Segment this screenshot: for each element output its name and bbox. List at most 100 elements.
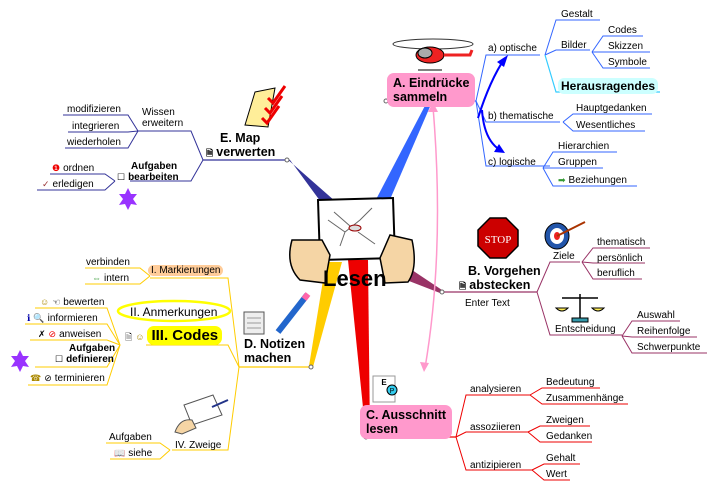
smiley-icon: ☺ (135, 332, 145, 342)
topic-beziehungen-label: Beziehungen (568, 175, 627, 186)
topic-persoenlich[interactable]: persönlich (597, 253, 643, 264)
link-arrows-icon: ⇔ (92, 273, 101, 283)
main-topic-a-line2: sammeln (393, 90, 448, 104)
main-topic-d[interactable]: D. Notizen machen (244, 337, 305, 365)
smiley-icon: ☺ (40, 297, 50, 307)
subtopic-ziele[interactable]: Ziele (553, 251, 575, 262)
topic-informieren[interactable]: ℹ🔍informieren (27, 313, 98, 324)
center-topic[interactable]: Lesen (323, 266, 387, 291)
topic-definieren-line2: definieren (66, 354, 114, 365)
topic-gestalt[interactable]: Gestalt (561, 9, 593, 20)
main-topic-b[interactable]: B. Vorgehen 🗎abstecken (459, 264, 541, 293)
subtopic-antizipieren[interactable]: antizipieren (470, 460, 522, 471)
main-topic-e[interactable]: E. Map 🗎verwerten (206, 131, 275, 160)
subtopic-codes-wrap[interactable]: 🗎☺III. Codes (125, 326, 223, 346)
topic-bedeutung[interactable]: Bedeutung (546, 377, 595, 388)
topic-schwerpunkte[interactable]: Schwerpunkte (637, 342, 701, 353)
target-icon (544, 221, 586, 250)
main-topic-c-line2: lesen (366, 422, 398, 436)
topic-aufgaben-definieren[interactable]: Aufgaben ☐definieren (55, 343, 115, 365)
topic-gruppen[interactable]: Gruppen (558, 157, 597, 168)
topic-modifizieren[interactable]: modifizieren (67, 104, 121, 115)
book-icon: 📖 (114, 448, 126, 458)
topic-verbinden[interactable]: verbinden (86, 257, 130, 268)
topic-zweigen[interactable]: Zweigen (546, 415, 584, 426)
subtopic-aufgaben-line2: bearbeiten (128, 172, 179, 183)
subtopic-anmerkungen[interactable]: II. Anmerkungen (130, 305, 218, 319)
subtopic-aufgaben-bearbeiten[interactable]: Aufgaben ☐bearbeiten (117, 161, 179, 183)
topic-enter-text[interactable]: Enter Text (465, 298, 510, 309)
topic-zweige-aufgaben[interactable]: Aufgaben (109, 432, 152, 443)
topic-erledigen[interactable]: ✓erledigen (42, 179, 94, 190)
main-topic-a-line1: A. Eindrücke (393, 76, 470, 90)
topic-auswahl[interactable]: Auswahl (637, 310, 675, 321)
helicopter-icon (392, 38, 474, 71)
svg-text:STOP: STOP (485, 234, 512, 246)
checkmark-icon: ✓ (42, 179, 50, 189)
checklist-icon (244, 85, 287, 128)
subtopic-wissen-line1: Wissen (142, 107, 175, 118)
topic-herausragendes[interactable]: Herausragendes (558, 78, 659, 94)
center-illustration (289, 196, 415, 284)
subtopic-zweige[interactable]: IV. Zweige (175, 440, 222, 451)
magnifier-icon: 🔍 (33, 313, 45, 323)
topic-gehalt[interactable]: Gehalt (546, 453, 576, 464)
subtopic-aufgaben-line1: Aufgaben (131, 161, 178, 172)
stop-sign-icon: STOP (477, 217, 519, 259)
main-topic-c[interactable]: C. Ausschnitt lesen (360, 405, 453, 439)
subtopic-analysieren[interactable]: analysieren (470, 384, 522, 395)
subtopic-optische[interactable]: a) optische (488, 43, 537, 54)
topic-terminieren[interactable]: ☎⊘terminieren (30, 373, 105, 384)
topic-reihenfolge[interactable]: Reihenfolge (637, 326, 691, 337)
branch-C-stem (348, 260, 370, 437)
note-icon: 🗎 (206, 148, 214, 158)
subtopic-logische[interactable]: c) logische (488, 157, 536, 168)
topic-informieren-label: informieren (47, 313, 98, 324)
forbidden-icon: ⊘ (48, 329, 57, 339)
topic-symbole[interactable]: Symbole (608, 57, 647, 68)
subtopic-entscheidung[interactable]: Entscheidung (555, 324, 616, 335)
arrow-right-icon: ➡ (558, 175, 566, 185)
notepad-icon (243, 311, 265, 335)
topic-thematisch[interactable]: thematisch (597, 237, 646, 248)
topic-wesentliches[interactable]: Wesentliches (576, 120, 636, 131)
topic-bewerten[interactable]: ☺☜bewerten (40, 297, 104, 308)
topic-anweisen[interactable]: ✗⊘anweisen (38, 329, 101, 340)
subtopic-wissen-erweitern[interactable]: Wissen erweitern (142, 107, 183, 129)
star-icon-e (119, 188, 137, 210)
topic-integrieren[interactable]: integrieren (72, 121, 120, 132)
topic-gedanken[interactable]: Gedanken (546, 431, 593, 442)
star-icon-d (11, 350, 29, 372)
topic-zusammenhaenge[interactable]: Zusammenhänge (546, 393, 624, 404)
note-icon: 🗎 (125, 332, 133, 342)
topic-hierarchien[interactable]: Hierarchien (558, 141, 610, 152)
topic-siehe[interactable]: 📖siehe (114, 448, 152, 459)
main-topic-e-line2: verwerten (216, 145, 276, 159)
main-topic-c-line1: C. Ausschnitt (366, 408, 447, 422)
topic-intern-label: intern (104, 273, 130, 284)
topic-hauptgedanken[interactable]: Hauptgedanken (576, 103, 647, 114)
topic-wiederholen[interactable]: wiederholen (67, 137, 121, 148)
cross-icon: ✗ (38, 329, 46, 339)
main-topic-a[interactable]: A. Eindrücke sammeln (387, 73, 476, 107)
topic-wert[interactable]: Wert (546, 469, 567, 480)
eye-chart-icon: E P (372, 375, 398, 403)
topic-bilder[interactable]: Bilder (561, 40, 587, 51)
topic-beruflich[interactable]: beruflich (597, 268, 635, 279)
branch-D-stem (309, 262, 342, 367)
checkbox-icon[interactable]: ☐ (55, 354, 64, 364)
checkbox-icon[interactable]: ☐ (117, 172, 126, 182)
topic-beziehungen[interactable]: ➡Beziehungen (558, 175, 627, 186)
phone-icon: ☎ (30, 373, 42, 383)
hand-icon: ☜ (52, 297, 61, 307)
subtopic-thematische[interactable]: b) thematische (488, 111, 554, 122)
svg-text:P: P (390, 388, 395, 395)
subtopic-assoziieren[interactable]: assoziieren (470, 422, 521, 433)
topic-erledigen-label: erledigen (52, 179, 94, 190)
topic-intern[interactable]: ⇔intern (92, 273, 129, 284)
topic-skizzen[interactable]: Skizzen (608, 41, 644, 52)
topic-codes[interactable]: Codes (608, 25, 637, 36)
subtopic-markierungen[interactable]: I. Markierungen (148, 265, 224, 276)
